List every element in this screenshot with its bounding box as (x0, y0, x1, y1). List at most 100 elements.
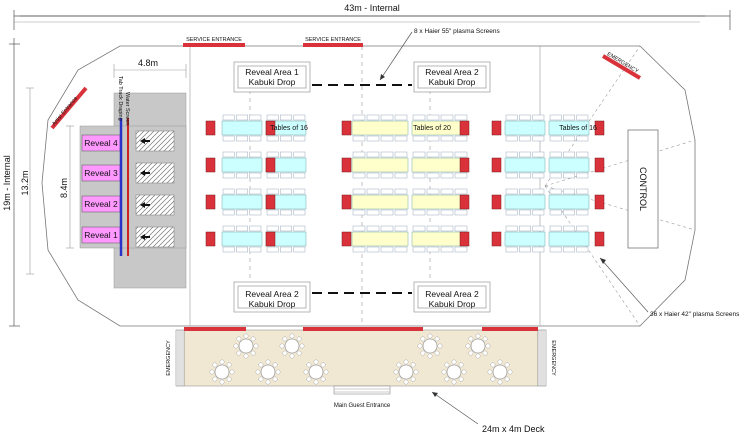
chair (380, 135, 394, 142)
chair (549, 209, 562, 216)
deck-chair (265, 359, 271, 365)
banquet-table (221, 120, 263, 136)
chair (576, 151, 589, 158)
service-entrance-1-label: SERVICE ENTRANCE (186, 37, 242, 43)
banquet-table (221, 194, 263, 210)
deck-leader (431, 391, 479, 425)
kabuki-bottom-right-line2: Kabuki Drop (429, 299, 476, 309)
plasma-screen (265, 157, 276, 173)
chair (293, 151, 306, 158)
chair (426, 114, 440, 121)
plasma-screen (459, 157, 470, 173)
chair (454, 172, 468, 179)
chair (440, 225, 454, 232)
chair (454, 246, 468, 253)
deck-chair (229, 369, 235, 375)
deck-chair (250, 350, 256, 356)
deck-chair (313, 359, 319, 365)
chair (454, 135, 468, 142)
chair (576, 135, 589, 142)
chair (519, 135, 531, 142)
emergency-left-label: EMERGENCY (166, 340, 172, 376)
screens-42-leader (599, 257, 649, 313)
banquet-table (351, 120, 409, 136)
deck-chair (444, 376, 450, 382)
chair (440, 209, 454, 216)
chair (532, 225, 545, 232)
chair (236, 246, 248, 253)
kabuki-top-left-line1: Reveal Area 1 (245, 67, 299, 77)
chair (380, 188, 394, 195)
kabuki-top-right-line1: Reveal Area 2 (425, 67, 479, 77)
plasma-screen (265, 231, 276, 247)
kabuki-top-right: Reveal Area 2 Kabuki Drop (413, 61, 491, 93)
chair (366, 225, 380, 232)
chair (563, 135, 575, 142)
deck-round-table (422, 338, 438, 354)
deck-chair (275, 369, 281, 375)
reveal-height-label: 8.4m (59, 178, 69, 198)
plasma-screen (205, 120, 216, 136)
dimension-height (9, 38, 74, 327)
chair (519, 114, 531, 121)
deck-chair (258, 376, 264, 382)
chair (576, 114, 589, 121)
deck-chair (451, 359, 457, 365)
chair (394, 209, 408, 216)
deck-chair (413, 369, 419, 375)
chair (563, 209, 575, 216)
banquet-table (548, 231, 590, 247)
tables-center-label: Tables of 20 (413, 125, 451, 132)
right-end-guides (544, 45, 696, 327)
chair (505, 188, 518, 195)
chair (249, 151, 262, 158)
deck-tables (209, 333, 513, 385)
deck-chair (490, 376, 496, 382)
chair (236, 188, 248, 195)
chair (394, 114, 408, 121)
chair (440, 246, 454, 253)
deck-chair (427, 333, 433, 339)
deck-chair (250, 336, 256, 342)
kabuki-top-left-line2: Kabuki Drop (249, 77, 296, 87)
chair (505, 225, 518, 232)
chair (532, 114, 545, 121)
screens-42-label: 36 x Haier 42" plasma Screens (650, 311, 740, 318)
plasma-screen (459, 231, 470, 247)
chair (266, 209, 279, 216)
reveal-1: Reveal 1 (81, 226, 121, 244)
chair (352, 246, 366, 253)
chair (563, 172, 575, 179)
tables-layer (205, 114, 605, 253)
reveal-3: Reveal 3 (81, 164, 121, 182)
chair (266, 225, 279, 232)
chair (380, 246, 394, 253)
chair (576, 246, 589, 253)
deck-chair (289, 353, 295, 359)
chair (549, 188, 562, 195)
chair (249, 225, 262, 232)
chair (293, 246, 306, 253)
lift-platform-3 (135, 162, 175, 184)
deck-chair (468, 336, 474, 342)
deck-chair (441, 369, 447, 375)
main-guest-steps (333, 385, 391, 395)
deck-chair (320, 376, 326, 382)
chair (426, 209, 440, 216)
chair (280, 246, 292, 253)
deck-chair (299, 343, 305, 349)
tab-track-label: Tab Track Draping (117, 76, 123, 121)
deck-round-table (446, 364, 462, 380)
chair (426, 246, 440, 253)
deck-round-table (238, 338, 254, 354)
deck-chair (243, 333, 249, 339)
front-wall-red-2 (303, 327, 423, 331)
deck-chair (427, 353, 433, 359)
deck-chair (282, 336, 288, 342)
deck-chair (212, 376, 218, 382)
deck-chair (497, 379, 503, 385)
chair (293, 225, 306, 232)
deck-chair (485, 343, 491, 349)
chair (412, 172, 426, 179)
deck-chair (289, 333, 295, 339)
